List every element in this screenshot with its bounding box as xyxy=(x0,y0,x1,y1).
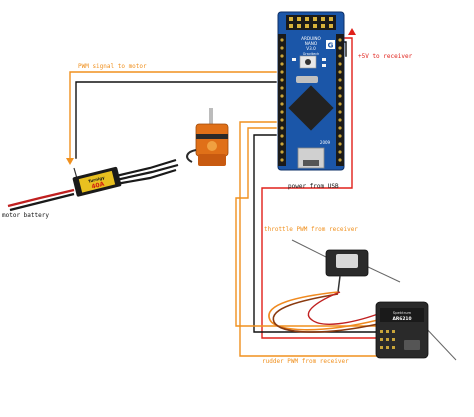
esc-motor-wires xyxy=(115,158,177,178)
plus5v-arrowhead xyxy=(348,28,356,35)
plus5v-label: +5V to receiver xyxy=(358,53,413,60)
reset-button-cap xyxy=(305,59,311,65)
satellite-receiver xyxy=(291,239,401,293)
motor-band xyxy=(196,134,228,139)
plus5v-wire xyxy=(261,37,379,339)
ground-wire-esc xyxy=(75,81,277,159)
receiver-bind-port xyxy=(404,340,420,350)
nano-text-1: ARDUINO xyxy=(301,36,321,41)
receiver-label xyxy=(380,308,424,322)
nano-text-2: NANO xyxy=(305,41,318,46)
led xyxy=(322,64,326,67)
throttle-wire xyxy=(235,127,379,327)
nano-text-5: 2009 xyxy=(320,140,331,145)
servo-lead-2 xyxy=(272,293,379,333)
motor-leads xyxy=(186,149,197,163)
motor-can xyxy=(195,123,229,157)
motor-battery-label: motor battery xyxy=(2,212,49,219)
throttle-pwm-label: throttle PWM from receiver xyxy=(264,226,358,233)
motor-shaft xyxy=(209,108,213,128)
gravitech-logo xyxy=(326,40,335,49)
icsp-header xyxy=(286,15,336,30)
pwm-to-motor-wire xyxy=(69,71,277,161)
satellite-lead xyxy=(337,275,341,293)
pwm-arrowhead xyxy=(66,158,74,165)
nano-text-3: V3.0 xyxy=(306,46,316,51)
receiver-model: AR6210 xyxy=(393,316,412,322)
esc-controller: Turnigy 40A xyxy=(7,158,179,212)
receiver-antenna xyxy=(423,325,457,361)
esc-battery-wire-red xyxy=(7,188,75,208)
arduino-nano-board: ARDUINO NANO V3.0 Gravitech 2009 G xyxy=(277,11,345,171)
motor-base xyxy=(198,154,226,166)
servo-lead-3 xyxy=(307,291,379,325)
power-from-usb-label: power from USB xyxy=(288,183,339,190)
esc-motor-wires-2 xyxy=(115,163,179,182)
icsp-pins xyxy=(289,17,333,28)
satellite-top xyxy=(336,254,358,268)
nano-text-4: Gravitech xyxy=(303,52,319,56)
motor-mount-hole xyxy=(207,141,217,151)
servo-lead-1 xyxy=(268,291,379,331)
led xyxy=(322,58,326,61)
satellite-antenna-left xyxy=(291,239,333,261)
crystal xyxy=(296,76,318,83)
main-receiver: Spektrum AR6210 xyxy=(268,291,457,361)
rudder-pwm-label: rudder PWM from receiver xyxy=(262,358,349,365)
brushless-motor xyxy=(186,108,229,166)
gravitech-logo-letter: G xyxy=(328,42,334,50)
esc-battery-wire-black xyxy=(9,192,75,212)
led xyxy=(292,58,296,61)
left-pin-header xyxy=(278,34,286,166)
receiver-brand: Spektrum xyxy=(393,310,412,315)
esc-label xyxy=(78,170,116,193)
satellite-antenna-right xyxy=(365,265,401,283)
rudder-wire xyxy=(239,121,379,357)
pin-holes xyxy=(280,38,342,162)
right-pin-header xyxy=(336,34,344,166)
wires xyxy=(66,28,387,357)
pwm-to-motor-label: PWM signal to motor xyxy=(78,63,147,70)
esc-brand: Turnigy xyxy=(88,175,106,184)
esc-motor-wires-3 xyxy=(115,168,177,186)
esc-rating: 40A xyxy=(91,181,106,191)
usb-port-opening xyxy=(303,160,319,166)
receiver-pins xyxy=(380,330,395,349)
